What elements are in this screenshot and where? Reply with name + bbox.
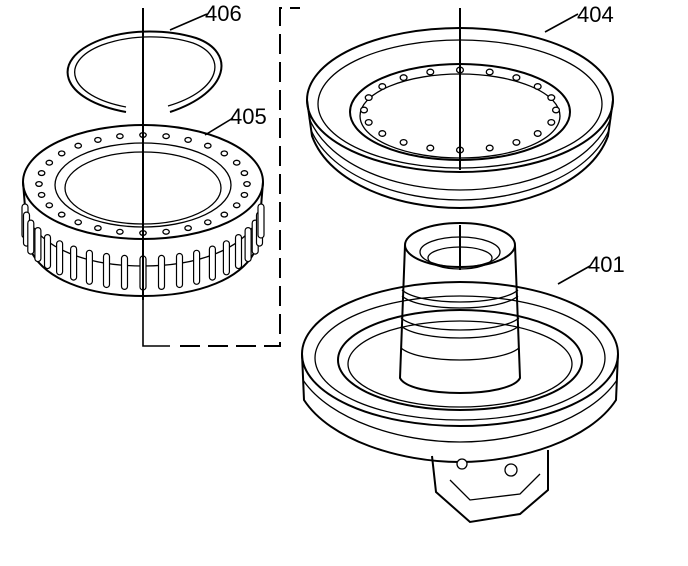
housing-hole — [485, 144, 494, 152]
clutch-plate-tab — [257, 203, 265, 239]
clutch-plate-tab — [234, 234, 243, 270]
housing-hole — [399, 138, 408, 146]
rim-hole — [184, 225, 192, 232]
rim-hole — [116, 133, 124, 140]
rim-hole — [243, 180, 251, 188]
rim-hole — [240, 191, 249, 198]
clutch-plate-tab — [34, 227, 42, 263]
callout-label-404: 404 — [577, 2, 614, 27]
rim-hole — [203, 219, 212, 226]
rim-hole — [240, 170, 249, 177]
rim-hole — [94, 225, 102, 232]
housing-hole — [512, 138, 521, 146]
housing-hole — [512, 74, 521, 82]
rim-hole — [203, 142, 212, 149]
rim-hole — [220, 211, 229, 218]
housing-hole — [426, 144, 435, 152]
clutch-plate-tab — [43, 234, 52, 270]
housing-hole — [359, 106, 369, 114]
housing-hole — [399, 74, 408, 82]
housing-hole — [485, 68, 494, 76]
housing-bolt-holes — [359, 66, 561, 154]
clutch-plate-tab — [85, 249, 94, 285]
rim-hole — [232, 202, 241, 209]
clutch-plate-tab — [175, 252, 184, 289]
rim-hole — [37, 191, 46, 198]
callout-label-401: 401 — [588, 252, 625, 277]
housing-hole — [378, 130, 387, 137]
rim-hole — [220, 150, 229, 157]
rim-hole — [116, 228, 124, 235]
clutch-pack-teeth — [35, 131, 251, 237]
rim-hole — [45, 202, 54, 209]
callout-406: 406 — [169, 1, 242, 31]
housing-hole — [547, 94, 556, 102]
clutch-plate-tab — [27, 219, 35, 255]
rim-hole — [184, 136, 192, 143]
housing-hole — [364, 118, 373, 126]
support-401 — [301, 222, 619, 524]
callout-label-406: 406 — [205, 1, 242, 26]
callout-404: 404 — [544, 2, 614, 33]
clutch-plate-tab — [208, 245, 216, 281]
callout-label-405: 405 — [230, 104, 267, 129]
snap-ring-406 — [66, 30, 223, 113]
clutch-plate-tab — [157, 254, 166, 290]
housing-hole — [533, 83, 542, 90]
rim-hole — [57, 150, 66, 157]
housing-hole — [551, 106, 561, 114]
clutch-plate-tab — [55, 240, 64, 276]
rim-hole — [162, 133, 170, 140]
rim-hole — [45, 159, 54, 166]
housing-hole — [378, 83, 387, 90]
clutch-plate-tab — [193, 249, 201, 285]
rim-hole — [35, 180, 43, 188]
rim-hole — [94, 136, 102, 143]
clutch-plate-tab — [69, 245, 78, 281]
housing-hole — [547, 118, 556, 126]
clutch-plate-tab — [244, 227, 252, 263]
callout-401: 401 — [557, 252, 625, 285]
callout-405: 405 — [204, 104, 267, 136]
rim-hole — [162, 228, 170, 235]
housing-hole — [364, 94, 373, 102]
rim-hole — [74, 142, 83, 149]
housing-hole — [533, 130, 542, 137]
rim-hole — [57, 211, 66, 218]
rim-hole — [37, 170, 46, 177]
rim-hole — [74, 219, 83, 226]
housing-hole — [426, 68, 435, 76]
clutch-plate-tab — [120, 254, 129, 290]
rim-hole — [232, 159, 241, 166]
clutch-plate-tab — [102, 252, 111, 289]
assembly-lines — [142, 7, 461, 347]
clutch-plate-tab — [222, 240, 230, 276]
